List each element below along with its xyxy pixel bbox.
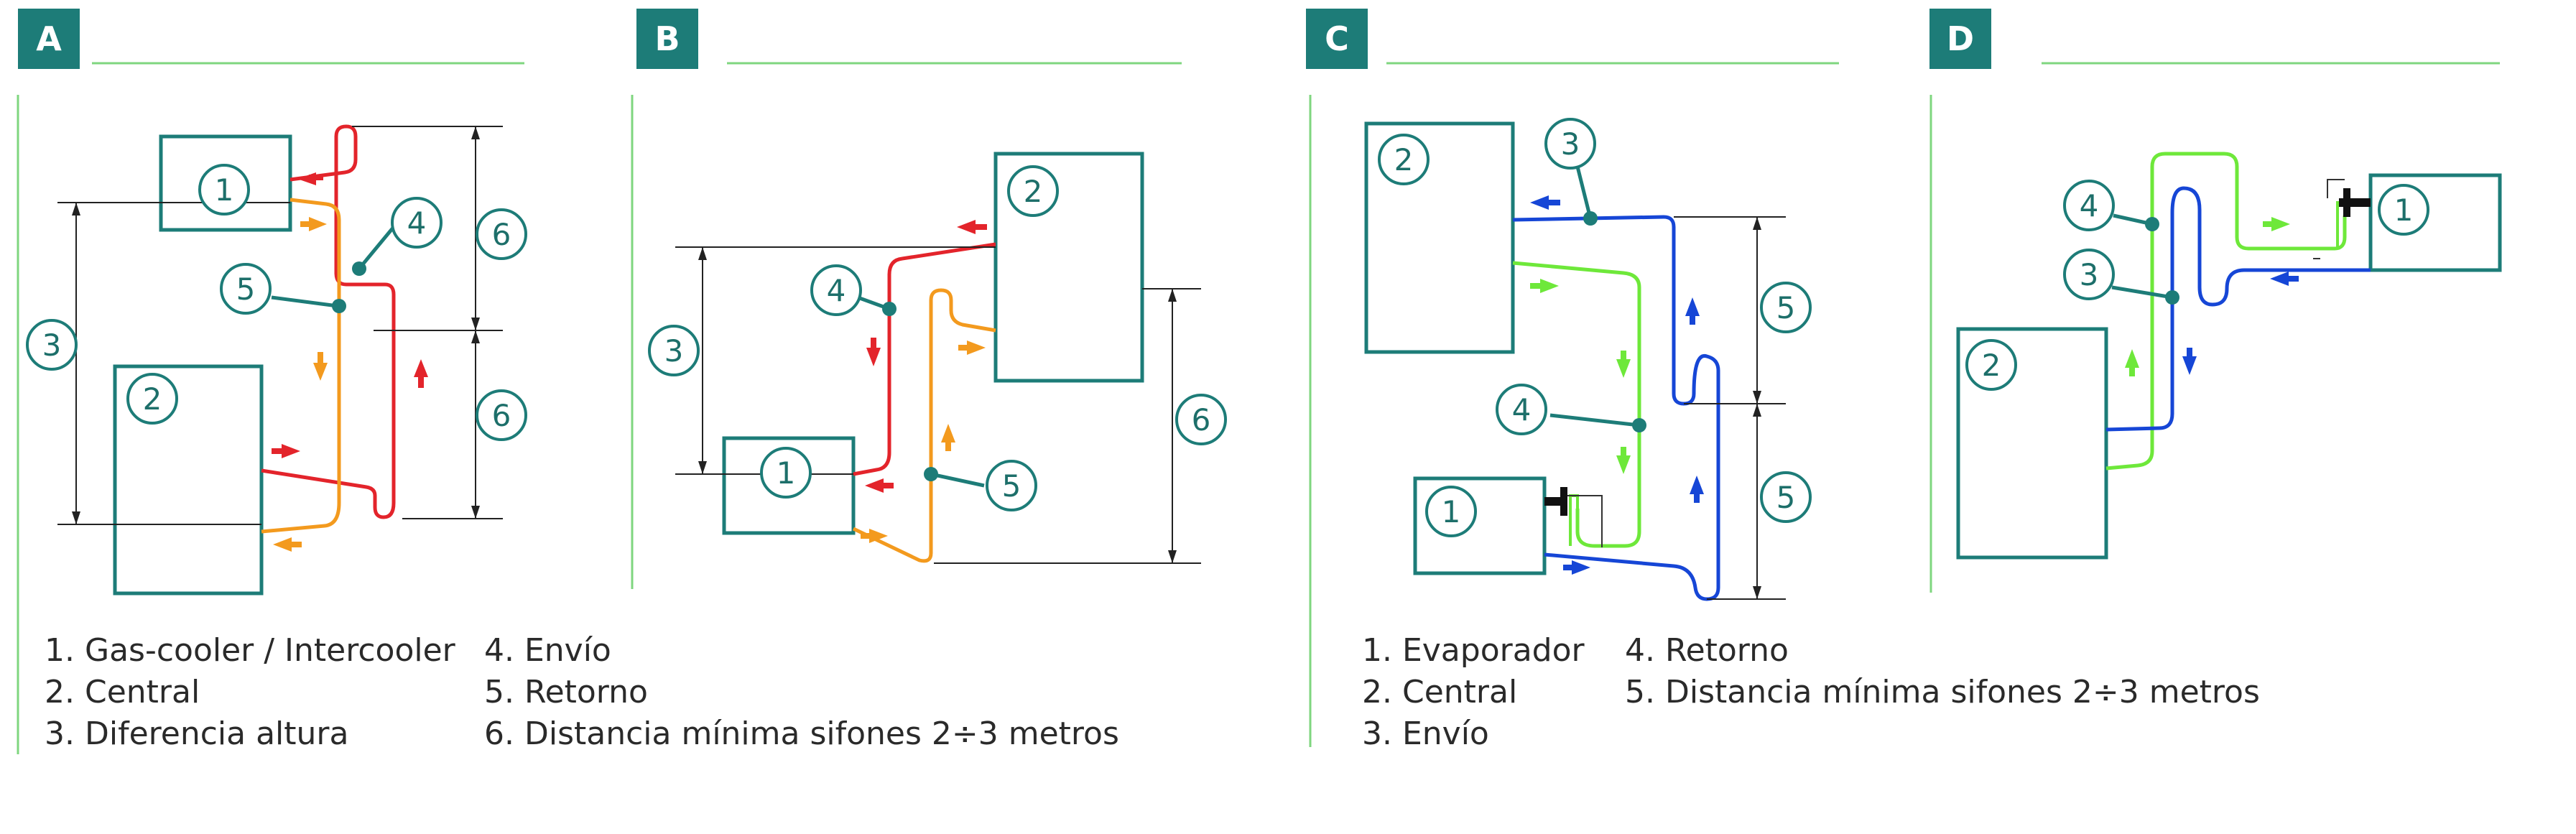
legend-ab-item-5: 5. Retorno [484,674,648,710]
panel-c-arrow-blue-1 [1530,195,1549,210]
panel-c-box-1-label: 1 [1442,494,1461,529]
panel-a-arrow-orange-1 [309,217,327,231]
panel-a-box-1-label: 1 [215,172,234,208]
panel-c-callout-3: 3 [1561,126,1580,162]
panel-a-callout-6b: 6 [492,398,511,433]
panel-b-letter: B [654,19,680,58]
panel-b-callout-6: 6 [1192,402,1211,437]
panel-a-header: A [18,9,524,69]
panel-c-callout-4: 4 [1512,392,1532,427]
panel-b-box-2-label: 2 [1024,174,1043,209]
legend-ab-item-3: 3. Diferencia altura [45,715,348,752]
panel-d-green-pipe [2105,152,2347,471]
panel-a-unit-1 [159,134,292,232]
panel-c-arrow-blue-4 [1572,560,1590,575]
panel-d-arrow-green-1 [2271,217,2290,231]
panel-a-callout-6a: 6 [492,217,511,252]
legend-ab-item-6: 6. Distancia mínima sifones 2÷3 metros [484,715,1119,752]
panel-a-arrow-orange-2 [313,363,328,381]
legend-ab: 1. Gas-cooler / Intercooler 2. Central 3… [45,632,1119,752]
panel-c-unit-1 [1413,476,1547,575]
panel-b-box-1-label: 1 [777,455,796,491]
panel-b-red-pipe [853,242,996,476]
panel-c: 2 1 3 4 5 5 [1364,118,1812,601]
panel-d: 1 2 3 4 [1956,152,2502,560]
legend-cd-item-5: 5. Distancia mínima sifones 2÷3 metros [1625,674,2260,710]
legend-cd-item-1: 1. Evaporador [1362,632,1585,669]
panel-a-arrow-orange-3 [273,537,292,552]
panel-a-arrow-red-3 [282,444,300,458]
panel-b-callout-5: 5 [1002,468,1021,504]
panel-d-arrow-green-2 [2125,349,2139,368]
panel-c-blue-pipe [1512,215,1720,601]
panel-c-green-pipe [1512,261,1641,548]
panel-d-unit-2 [1956,327,2108,560]
panel-a-callout-3: 3 [42,328,62,363]
panel-c-box-2-label: 2 [1394,142,1414,177]
panel-d-arrow-blue-1 [2270,272,2289,286]
panel-a-callout-5: 5 [236,272,256,307]
panel-d-box-1-label: 1 [2394,193,2414,228]
legend-cd-item-2: 2. Central [1362,674,1517,710]
panel-b-unit-1 [722,436,856,535]
panel-b-arrow-orange-1 [967,340,986,355]
panel-b-callout-3: 3 [664,333,684,369]
panel-c-callout-5b: 5 [1776,480,1796,515]
legend-ab-item-1: 1. Gas-cooler / Intercooler [45,632,456,669]
panel-b-orange-pipe [852,288,996,563]
panel-b-arrow-red-1 [957,220,976,234]
panel-d-box-2-label: 2 [1982,348,2001,383]
legend-cd-item-4: 4. Retorno [1625,632,1789,669]
panel-d-blue-pipe [2105,186,2371,432]
panel-c-letter: C [1325,19,1349,58]
legend-cd-item-3: 3. Envío [1362,715,1489,752]
panel-b-arrow-orange-3 [869,529,888,543]
panel-d-callout-4: 4 [2080,188,2099,223]
panel-c-arrow-green-3 [1616,455,1631,474]
panel-a-red-pipe [261,124,396,519]
panel-b-arrow-red-2 [866,348,881,366]
panel-c-callout-5a: 5 [1776,290,1796,325]
panel-a-arrow-red-2 [414,359,428,377]
panel-c-arrow-blue-2 [1685,297,1700,316]
panel-a-letter: A [36,19,62,58]
panel-d-letter: D [1947,19,1974,58]
panel-d-unit-1 [2368,173,2502,272]
panel-d-callout-3: 3 [2080,257,2099,292]
panel-a-box-2-label: 2 [143,381,162,417]
panel-a-orange-pipe [261,198,341,534]
panel-d-arrow-blue-2 [2182,356,2197,375]
panel-a: 1 2 3 4 5 6 6 [26,124,527,596]
panel-c-header: C [1306,9,1839,69]
legend-cd: 1. Evaporador 2. Central 3. Envío 4. Ret… [1362,632,2260,752]
panel-c-arrow-blue-3 [1690,476,1704,494]
legend-ab-item-4: 4. Envío [484,632,611,669]
panel-c-unit-2 [1364,121,1515,354]
panel-b-unit-2 [993,152,1144,383]
legend-ab-item-2: 2. Central [45,674,200,710]
panel-b-callout-4: 4 [827,273,846,308]
panel-b-arrow-orange-2 [941,424,955,443]
panel-c-arrow-green-1 [1540,279,1559,293]
panel-b-arrow-red-3 [865,478,884,493]
panel-b-header: B [636,9,1182,69]
panel-c-arrow-green-2 [1616,359,1631,378]
panel-b: 2 1 3 4 5 6 [648,152,1227,564]
panel-d-header: D [1929,9,2500,69]
panel-a-unit-2 [113,364,264,596]
panel-a-callout-4: 4 [407,205,427,241]
